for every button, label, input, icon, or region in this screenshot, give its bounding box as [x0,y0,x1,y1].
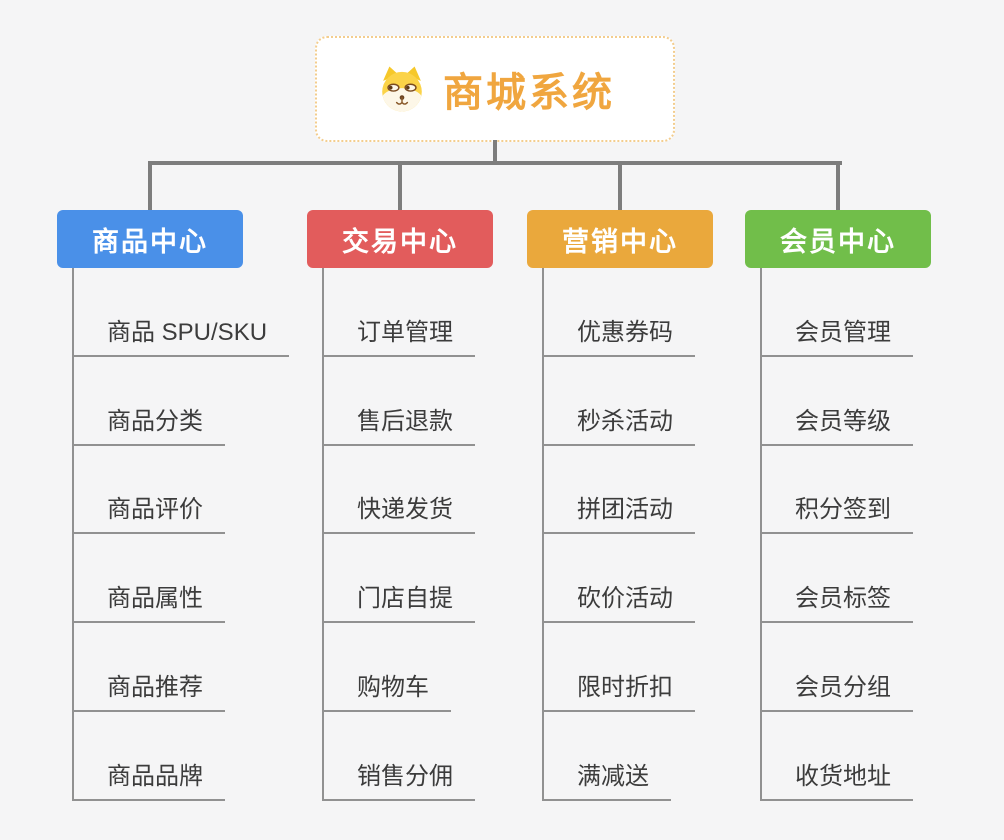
branch-column-product: 商品中心 商品 SPU/SKU 商品分类 商品评价 商品属性 商品推荐 商品品牌 [57,210,290,801]
drop-connector-trade [398,165,402,210]
leaf-node-group-buy[interactable]: 拼团活动 [542,446,695,535]
leaf-node-product-attribute[interactable]: 商品属性 [72,534,225,624]
shiba-dog-icon [382,66,422,112]
branch-node-member-center[interactable]: 会员中心 [745,210,931,268]
branch-vertical-line [760,268,762,801]
leaf-node-coupon-code[interactable]: 优惠券码 [542,268,695,357]
leaf-node-limited-time-discount[interactable]: 限时折扣 [542,623,695,712]
leaf-node-aftersale-refund[interactable]: 售后退款 [322,357,475,446]
leaf-node-member-group[interactable]: 会员分组 [760,623,913,712]
leaf-node-express-shipping[interactable]: 快递发货 [322,446,475,535]
leaf-node-shipping-address[interactable]: 收货地址 [760,712,913,801]
leaf-node-bargain-activity[interactable]: 砍价活动 [542,534,695,624]
branch-node-trade-center[interactable]: 交易中心 [307,210,493,268]
leaf-node-product-brand[interactable]: 商品品牌 [72,712,225,801]
leaf-node-member-management[interactable]: 会员管理 [760,268,913,357]
leaf-node-product-review[interactable]: 商品评价 [72,446,225,535]
leaf-node-sales-commission[interactable]: 销售分佣 [322,712,475,801]
branch-vertical-line [322,268,324,801]
drop-connector-product [148,165,152,210]
leaf-node-product-category[interactable]: 商品分类 [72,357,225,446]
root-stem-connector [493,140,497,163]
leaf-node-member-level[interactable]: 会员等级 [760,357,913,446]
leaf-node-full-reduction[interactable]: 满减送 [542,712,671,801]
branch-node-marketing-center[interactable]: 营销中心 [527,210,713,268]
leaf-node-points-checkin[interactable]: 积分签到 [760,446,913,535]
root-title: 商城系统 [443,71,615,115]
branch-vertical-line [542,268,544,801]
leaf-node-product-spu-sku[interactable]: 商品 SPU/SKU [72,268,290,357]
branch-vertical-line [72,268,74,801]
bus-connector [148,161,842,165]
leaf-node-store-pickup[interactable]: 门店自提 [322,534,475,624]
leaf-node-member-tag[interactable]: 会员标签 [760,534,913,624]
branch-node-product-center[interactable]: 商品中心 [57,210,243,268]
drop-connector-marketing [618,165,622,210]
branch-column-marketing: 营销中心 优惠券码 秒杀活动 拼团活动 砍价活动 限时折扣 满减送 [527,210,713,801]
root-node-mall-system[interactable]: 商城系统 [315,36,675,142]
branch-column-member: 会员中心 会员管理 会员等级 积分签到 会员标签 会员分组 收货地址 [745,210,931,801]
leaf-node-flash-sale[interactable]: 秒杀活动 [542,357,695,446]
branch-column-trade: 交易中心 订单管理 售后退款 快递发货 门店自提 购物车 销售分佣 [307,210,493,801]
leaf-node-shopping-cart[interactable]: 购物车 [322,623,451,712]
leaf-node-product-recommend[interactable]: 商品推荐 [72,623,225,712]
leaf-node-order-management[interactable]: 订单管理 [322,268,475,357]
drop-connector-member [836,165,840,210]
